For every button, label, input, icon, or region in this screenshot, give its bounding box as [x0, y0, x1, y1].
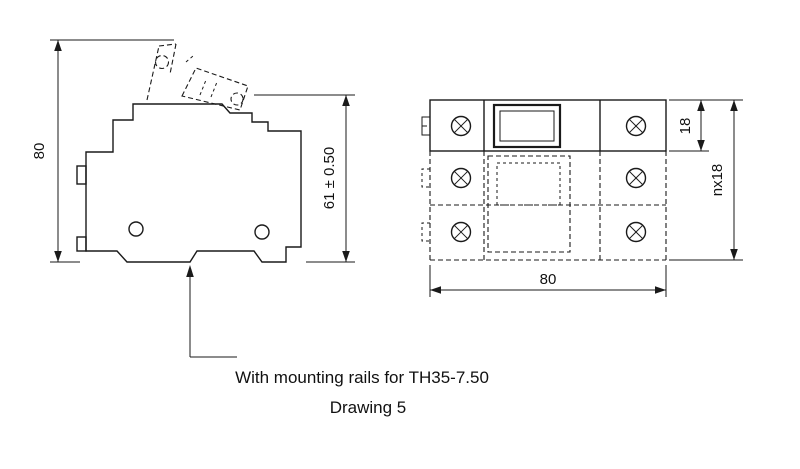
screw-icon — [625, 167, 647, 189]
rail-pointer-arrow — [186, 265, 237, 358]
hole-left — [128, 221, 144, 237]
caption: With mounting rails for TH35-7.50 Drawin… — [235, 368, 489, 417]
dim-label-nx18: nx18 — [709, 164, 726, 197]
dim-total-height-nx18: nx18 — [669, 100, 743, 261]
dim-label-61: 61 ± 0.50 — [321, 147, 338, 209]
dim-label-80-left: 80 — [31, 143, 48, 160]
right-view: 18 nx18 80 — [421, 99, 743, 297]
phantom-modules — [429, 151, 667, 261]
dim-label-18: 18 — [677, 118, 694, 135]
caption-line1: With mounting rails for TH35-7.50 — [235, 368, 489, 387]
screw-icons — [450, 115, 647, 243]
fuse-window-frame — [492, 103, 562, 149]
dim-body-height-61: 61 ± 0.50 — [254, 94, 355, 263]
screw-icon — [450, 115, 472, 137]
screw-icon — [450, 221, 472, 243]
clamp-mark-row3 — [421, 222, 430, 242]
screw-icon — [625, 115, 647, 137]
clamp-mark-row2 — [421, 168, 430, 188]
fuse-window-inner — [499, 110, 555, 142]
caption-line2: Drawing 5 — [330, 398, 407, 417]
dim-module-height-18: 18 — [669, 99, 743, 152]
left-tab-upper — [76, 165, 87, 185]
dim-width-80: 80 — [429, 265, 667, 297]
fuse-holder-side-outline — [85, 103, 302, 263]
phantom-open-lever — [146, 43, 249, 111]
module-1-outline — [429, 99, 667, 152]
left-view: 80 61 ± 0.50 — [31, 39, 355, 358]
hole-right — [254, 224, 270, 240]
screw-icon — [625, 221, 647, 243]
dim-label-80-width: 80 — [540, 271, 557, 288]
left-tab-lower — [76, 236, 87, 252]
screw-icon — [450, 167, 472, 189]
dim-left-height-80: 80 — [31, 39, 174, 263]
